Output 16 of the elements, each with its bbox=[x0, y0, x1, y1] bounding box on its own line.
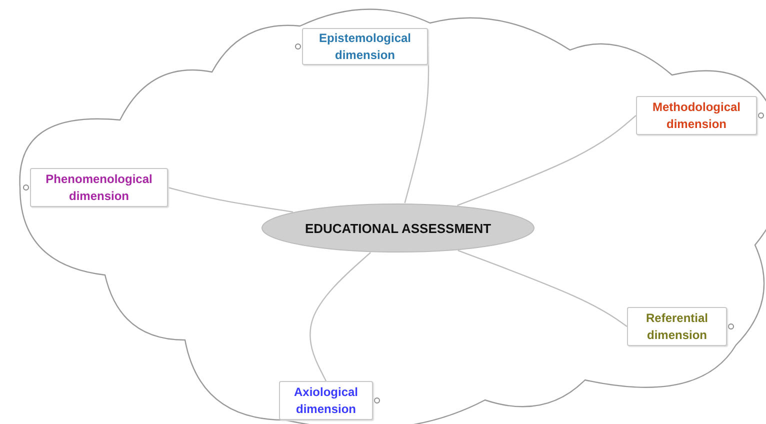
topic-box bbox=[627, 307, 727, 346]
topic-label: Phenomenological dimension bbox=[44, 170, 154, 204]
connector-line bbox=[168, 186, 294, 213]
connector-line bbox=[458, 250, 628, 327]
topic-box bbox=[636, 96, 757, 135]
connector-line bbox=[457, 115, 636, 206]
topic-box bbox=[30, 168, 168, 207]
connector-line bbox=[404, 46, 430, 204]
topic-label: Epistemological dimension bbox=[318, 30, 412, 64]
topic-box bbox=[279, 381, 373, 420]
topic-label: Axiological dimension bbox=[292, 384, 359, 418]
topic-label: Methodological dimension bbox=[652, 98, 742, 132]
central-topic-label: EDUCATIONAL ASSESSMENT bbox=[304, 220, 492, 236]
topic-label: Referential dimension bbox=[644, 310, 710, 344]
connector-line bbox=[310, 252, 371, 382]
topic-box bbox=[302, 28, 428, 65]
